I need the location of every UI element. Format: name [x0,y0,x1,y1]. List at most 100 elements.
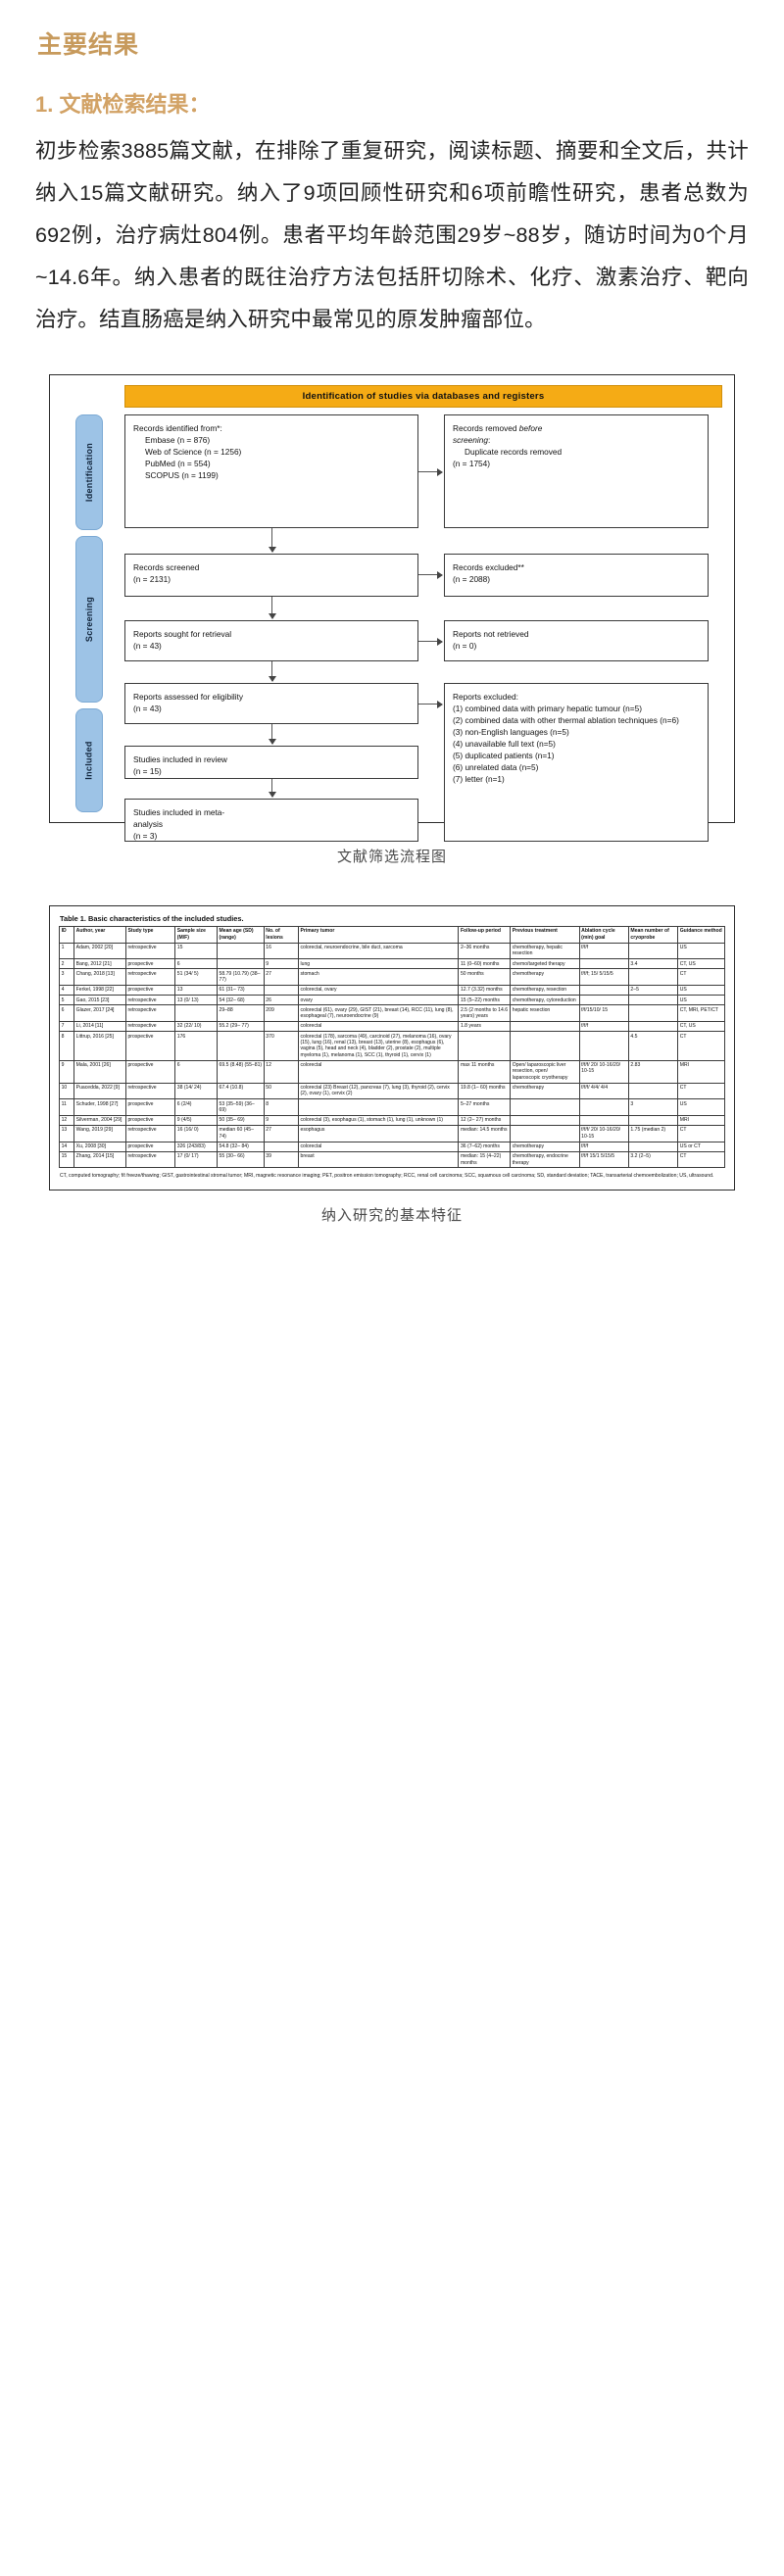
box-reports-excluded: Reports excluded: (1) combined data with… [444,683,709,843]
reports-excluded-r7: (7) letter (n=1) [453,774,505,785]
reports-sought-label: Reports sought for retrieval [133,629,232,640]
table-cell: chemotherapy [510,1082,580,1100]
reports-excluded-r4: (4) unavailable full text (n=5) [453,739,556,750]
box-records-screened: Records screened (n = 2131) [124,554,418,598]
table-cell: colorectal (178), sarcoma (49), carcinoi… [297,1031,460,1061]
table-cell: hepatic resection [510,1004,580,1023]
table-cell: 12 [58,1114,75,1127]
table-cell: chemotherapy, hepatic resection [510,942,580,960]
table-cell: 13 (0/ 13) [174,995,218,1006]
table-cell: f/f/f 15/1 5/15/5 [578,1150,629,1169]
table-cell: f/f/f/ 20/ 10-16/20/ 10-15 [578,1059,629,1084]
table-cell [263,985,299,996]
table-cell: 61 (31– 73) [216,985,265,996]
arrow-sought-to-assessed [268,661,276,683]
table-cell: 2–5 [627,985,679,996]
table-header-row: ID Author, year Study type Sample size (… [58,926,725,944]
col-primary-tumor: Primary tumor [297,926,460,944]
table-cell: CT, US [677,1021,725,1033]
table-cell: CT [677,1082,725,1100]
table-cell: MRI [677,1114,725,1127]
col-lesions: No. of lesions [263,926,299,944]
table-cell: 55 (30– 66) [216,1150,265,1169]
table-caption: 纳入研究的基本特征 [320,1206,463,1224]
table-cell: 69.5 (8.48) (55–81) [216,1059,265,1084]
table-cell: chemotherapy, resection [510,985,580,996]
table-cell: colorectal (3), esophagus (1), stomach (… [297,1114,460,1127]
table-cell: 29–88 [216,1004,265,1023]
table-cell: 15 (5–22) months [458,995,512,1006]
table-cell [458,1031,512,1061]
table-cell: Gao, 2015 [23] [74,995,126,1006]
studies-review-count: (n = 15) [133,766,162,777]
rail-identification: Identification [75,414,103,531]
table-cell: 2 [58,958,75,970]
table-cell: 326 (243/83) [174,1141,218,1152]
col-author-year: Author, year [74,926,126,944]
studies-review-label: Studies included in review [133,754,227,765]
table-cell [263,1021,299,1033]
arrow-assessed-to-review [268,724,276,746]
table-cell: 38 (14/ 24) [174,1082,218,1100]
table-cell: retrospective [124,1125,176,1142]
table-cell: US [677,985,725,996]
table-cell: MRI [677,1059,725,1084]
table-cell: chemo/targeted therapy [510,958,580,970]
table-cell: retrospective [124,968,176,987]
records-removed-count: (n = 1754) [453,459,491,469]
studies-meta-label1: Studies included in meta- [133,807,225,818]
reports-excluded-r1: (1) combined data with primary hepatic t… [453,704,642,714]
table-cell: 13 [174,985,218,996]
table-cell: 8 [263,1098,299,1116]
table-cell: Ferkel, 1998 [22] [74,985,126,996]
table-cell: 12 (2– 27) months [458,1114,512,1127]
table-cell: chemotherapy [510,968,580,987]
table-cell: 9 [58,1059,75,1084]
subsection-title: 1. 文献检索结果： [35,91,211,117]
table-cell: stomach [297,968,460,987]
table-cell: 36 (7–62) months [458,1141,512,1152]
prisma-right-column: Records removed before screening: Duplic… [418,414,722,843]
table-cell: 16 (16/ 0) [174,1125,218,1142]
table-cell: chemotherapy, endocrine therapy [510,1150,580,1169]
prisma-caption: 文献筛选流程图 [336,849,447,866]
table-cell: Li, 2014 [11] [74,1021,126,1033]
table-cell: Zhang, 2014 [15] [74,1150,126,1169]
table-cell: median: 14.5 months [458,1125,512,1142]
arrow-to-removed [418,467,443,476]
col-followup: Follow-up period [458,926,512,944]
table-cell: f/f/f/ 20/ 10-16/20/ 10-15 [578,1125,629,1142]
col-mean-age: Mean age (SD) (range) [216,926,265,944]
table-cell: 1.75 (median 2) [627,1125,679,1142]
table-cell: prospective [124,1114,176,1127]
table-cell: 12 [263,1059,299,1084]
arrow-review-to-meta [268,779,276,799]
box-records-removed: Records removed before screening: Duplic… [444,414,709,529]
reports-excluded-r2: (2) combined data with other thermal abl… [453,715,679,726]
table-cell [510,1031,580,1061]
box-records-excluded: Records excluded** (n = 2088) [444,554,709,598]
table-cell: 3 [58,968,75,987]
table-cell: 51 (34/ 5) [174,968,218,987]
box-records-identified: Records identified from*: Embase (n = 87… [124,414,418,529]
prisma-figure: Identification of studies via databases … [37,374,747,866]
table-cell [627,1021,679,1033]
box-studies-meta: Studies included in meta- analysis (n = … [124,799,418,843]
table-cell [263,1141,299,1152]
table-cell: 32 (22/ 10) [174,1021,218,1033]
table-cell: 2.5 (2 months to 14.6 years) years [458,1004,512,1023]
table-cell [578,1114,629,1127]
page-title: 主要结果 [37,31,140,59]
table-cell: 19.8 (1– 60) months [458,1082,512,1100]
table-cell: 9 (4/5) [174,1114,218,1127]
col-cryoprobe: Mean number of cryoprobe [627,926,679,944]
prisma-flow-diagram: Identification of studies via databases … [49,374,735,843]
table-cell [216,1031,265,1061]
studies-meta-count: (n = 3) [133,831,158,842]
table-cell: Silverman, 2004 [29] [74,1114,126,1127]
